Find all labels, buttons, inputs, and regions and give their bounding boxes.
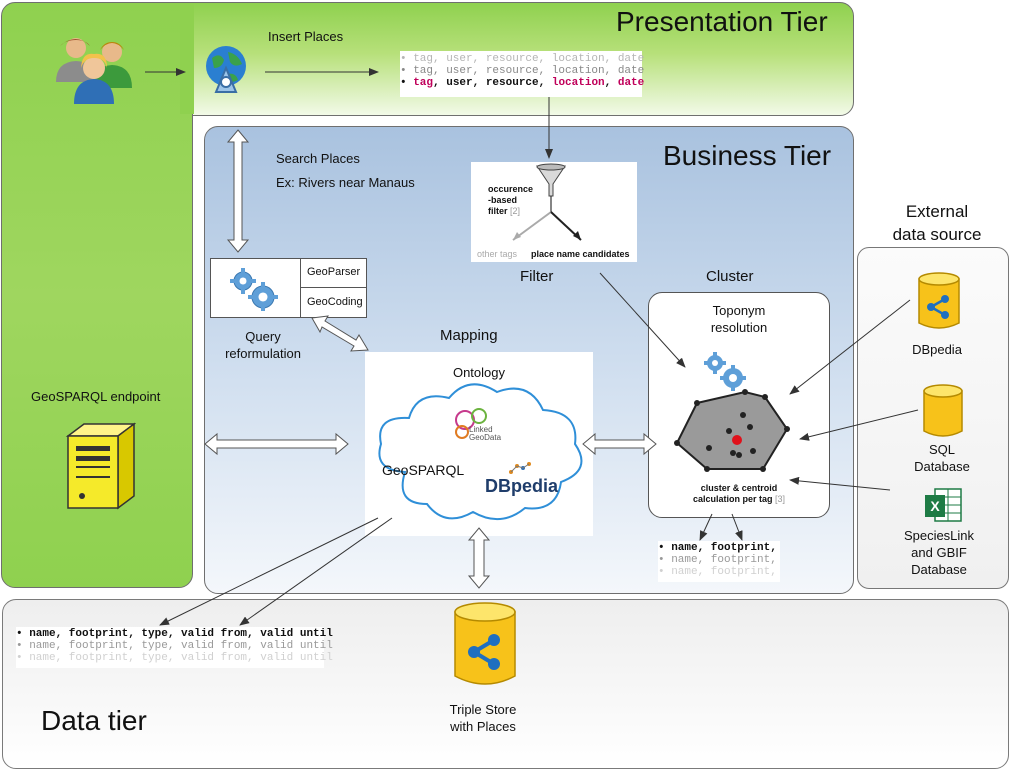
geosparql-label: GeoSPARQL: [382, 462, 465, 478]
filter-word-text: filter: [488, 206, 508, 216]
cluster-to-footprint-arrow-2: [731, 513, 743, 541]
endpoint-ontology-double-arrow: [204, 432, 349, 456]
search-example-label: Ex: Rivers near Manaus: [276, 175, 415, 190]
query-reformulation-label: Query reformulation: [225, 329, 301, 361]
tag-records-box: • tag, user, resource, location, date • …: [400, 51, 645, 97]
cluster-box: Toponym resolution cluster & centroid ca…: [648, 292, 830, 518]
cluster-caption: cluster & centroid calculation per tag […: [692, 483, 786, 504]
dbpedia-database-icon: [916, 271, 962, 336]
sql-to-cluster-arrow: [799, 409, 919, 441]
cluster-gears-icon: [701, 349, 751, 398]
ontology-to-records-arrow-1: [159, 517, 379, 626]
filter-label: Filter: [520, 268, 554, 285]
linked-geodata-label: Linked GeoData: [469, 425, 502, 442]
dbpedia-dots-icon: [505, 460, 535, 481]
ontology-label: Ontology: [452, 365, 506, 380]
server-icon: [64, 420, 137, 517]
cluster-label: Cluster: [706, 268, 754, 285]
footprint-record-line: • name, footprint,: [658, 554, 777, 566]
external-data-source-title: External data source: [892, 202, 982, 244]
place-name-candidates-text: place name candidates: [531, 249, 630, 259]
ontology-cluster-double-arrow: [582, 432, 657, 456]
dbpedia-source-label: DBpedia: [912, 342, 962, 357]
search-places-label: Search Places: [276, 151, 360, 166]
triple-store-icon: [452, 600, 518, 693]
tag-record-line-highlighted: • tag, user, resource, location, date: [400, 77, 645, 89]
place-record-line: • name, footprint, type, valid from, val…: [16, 640, 333, 652]
footprint-record-line: • name, footprint,: [658, 542, 777, 554]
geocoding-ontology-double-arrow: [311, 315, 369, 352]
business-tier-title: Business Tier: [663, 140, 832, 171]
ontology-box: Ontology Linked GeoData GeoSPARQL DBpedi…: [365, 352, 593, 536]
geosparql-endpoint-label: GeoSPARQL endpoint: [31, 389, 161, 404]
linked-geodata-logo-icon: [453, 408, 493, 445]
filter-ref-text: [2]: [510, 206, 521, 216]
geoparser-label: GeoParser: [307, 266, 361, 278]
dbpedia-to-cluster-arrow: [789, 299, 911, 395]
place-record-line: • name, footprint, type, valid from, val…: [16, 652, 333, 664]
cloud-shape: [378, 383, 583, 520]
triple-store-label: Triple Store with Places: [449, 702, 517, 734]
toponym-resolution-label: Toponym resolution: [710, 303, 768, 335]
globe-compass-icon: [194, 42, 254, 102]
ontology-triplestore-double-arrow: [467, 527, 491, 589]
filter-occurrence-text: occurence: [488, 184, 534, 194]
ontology-to-records-arrow-2: [239, 517, 393, 626]
filter-to-cluster-arrow: [599, 272, 686, 368]
users-icon: [50, 34, 140, 104]
query-reformulation-box: GeoParser GeoCoding: [210, 258, 367, 318]
sql-database-icon: [921, 383, 965, 444]
other-tags-text: other tags: [477, 249, 518, 259]
footprint-record-line: • name, footprint,: [658, 566, 777, 578]
svg-text:X: X: [930, 498, 940, 514]
tag-record-line: • tag, user, resource, location, date: [400, 53, 645, 65]
search-double-arrow: [226, 129, 250, 253]
place-records-box: • name, footprint, type, valid from, val…: [16, 627, 333, 668]
filter-based-text: -based: [488, 195, 518, 205]
sql-database-label: SQL Database: [914, 442, 970, 474]
filter-diagram-box: occurence -based filter [2] other tags p…: [471, 162, 637, 262]
spreadsheet-icon: X: [923, 485, 963, 530]
tag-record-line: • tag, user, resource, location, date: [400, 65, 645, 77]
presentation-tier-title: Presentation Tier: [616, 6, 828, 37]
cluster-to-footprint-arrow-1: [699, 513, 713, 541]
specieslink-gbif-label: SpeciesLink and GBIF Database: [903, 528, 975, 577]
geocoding-label: GeoCoding: [307, 296, 363, 308]
insert-places-label: Insert Places: [268, 29, 344, 44]
cluster-ref-text: [3]: [775, 494, 786, 504]
cluster-polygon: [674, 389, 790, 472]
data-tier-title: Data tier: [41, 705, 147, 736]
dbpedia-logo-text: DBpedia: [485, 476, 559, 496]
mapping-label: Mapping: [440, 327, 498, 344]
species-to-cluster-arrow: [789, 476, 891, 491]
gears-icon: [225, 265, 285, 316]
footprint-records-box: • name, footprint, • name, footprint, • …: [658, 541, 780, 582]
